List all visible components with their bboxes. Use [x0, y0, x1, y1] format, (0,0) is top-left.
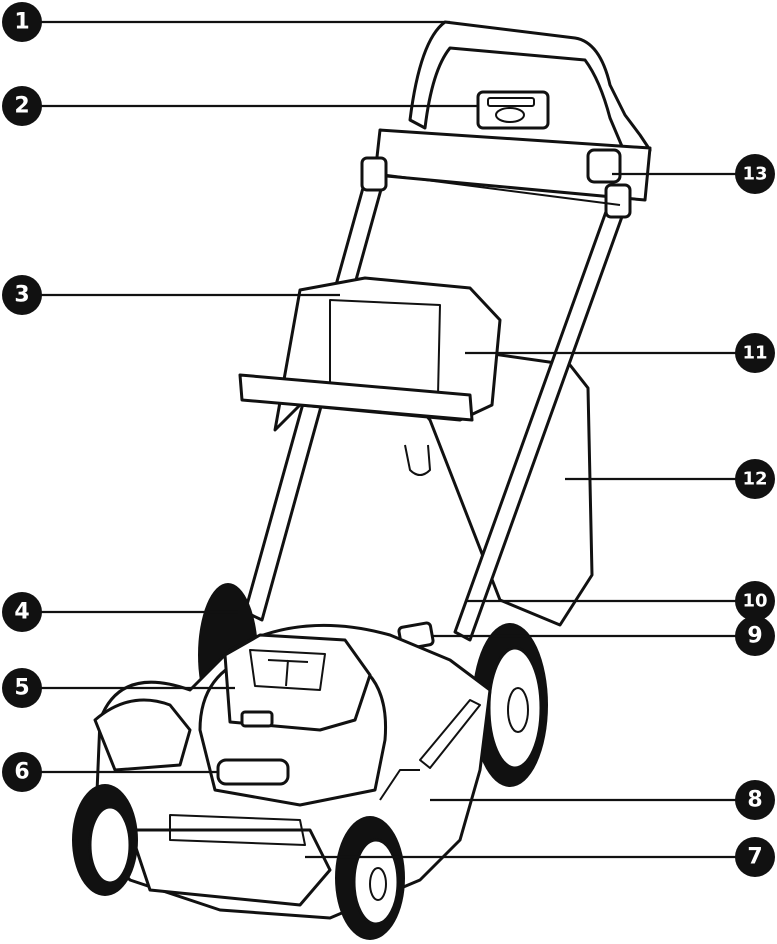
- callout-7: 7: [735, 837, 775, 877]
- callout-number: 1: [14, 10, 29, 35]
- callout-1: 1: [2, 2, 42, 42]
- callout-number: 6: [14, 760, 29, 785]
- callout-number: 3: [14, 283, 29, 308]
- callout-number: 8: [747, 788, 762, 813]
- callout-5: 5: [2, 668, 42, 708]
- callout-9: 9: [735, 616, 775, 656]
- callout-number: 7: [747, 845, 762, 870]
- callout-number: 2: [14, 94, 29, 119]
- callout-3: 3: [2, 275, 42, 315]
- front-bumper: [128, 828, 332, 907]
- handle-top-bar: [408, 20, 652, 172]
- mower-illustration: [72, 20, 652, 940]
- callouts: 1 2 3 4 5 6 7 8 9 10 11: [2, 2, 775, 877]
- height-adjust-lever: [379, 769, 420, 801]
- callout-number: 10: [742, 591, 767, 612]
- callout-number: 4: [14, 600, 29, 625]
- callout-number: 11: [742, 343, 767, 364]
- callout-number: 5: [14, 676, 29, 701]
- battery-cover-handle: [216, 758, 290, 786]
- callout-13: 13: [735, 154, 775, 194]
- callout-10: 10: [735, 581, 775, 621]
- handle-clip: [586, 148, 622, 184]
- callout-number: 12: [742, 469, 767, 490]
- control-panel: [476, 90, 550, 130]
- callout-4: 4: [2, 592, 42, 632]
- callout-number: 13: [742, 164, 767, 185]
- callout-12: 12: [735, 459, 775, 499]
- callout-6: 6: [2, 752, 42, 792]
- rear-crossbar: [238, 373, 474, 422]
- callout-11: 11: [735, 333, 775, 373]
- callout-2: 2: [2, 86, 42, 126]
- leader-lines: [36, 20, 742, 859]
- callout-number: 9: [747, 624, 762, 649]
- callout-8: 8: [735, 780, 775, 820]
